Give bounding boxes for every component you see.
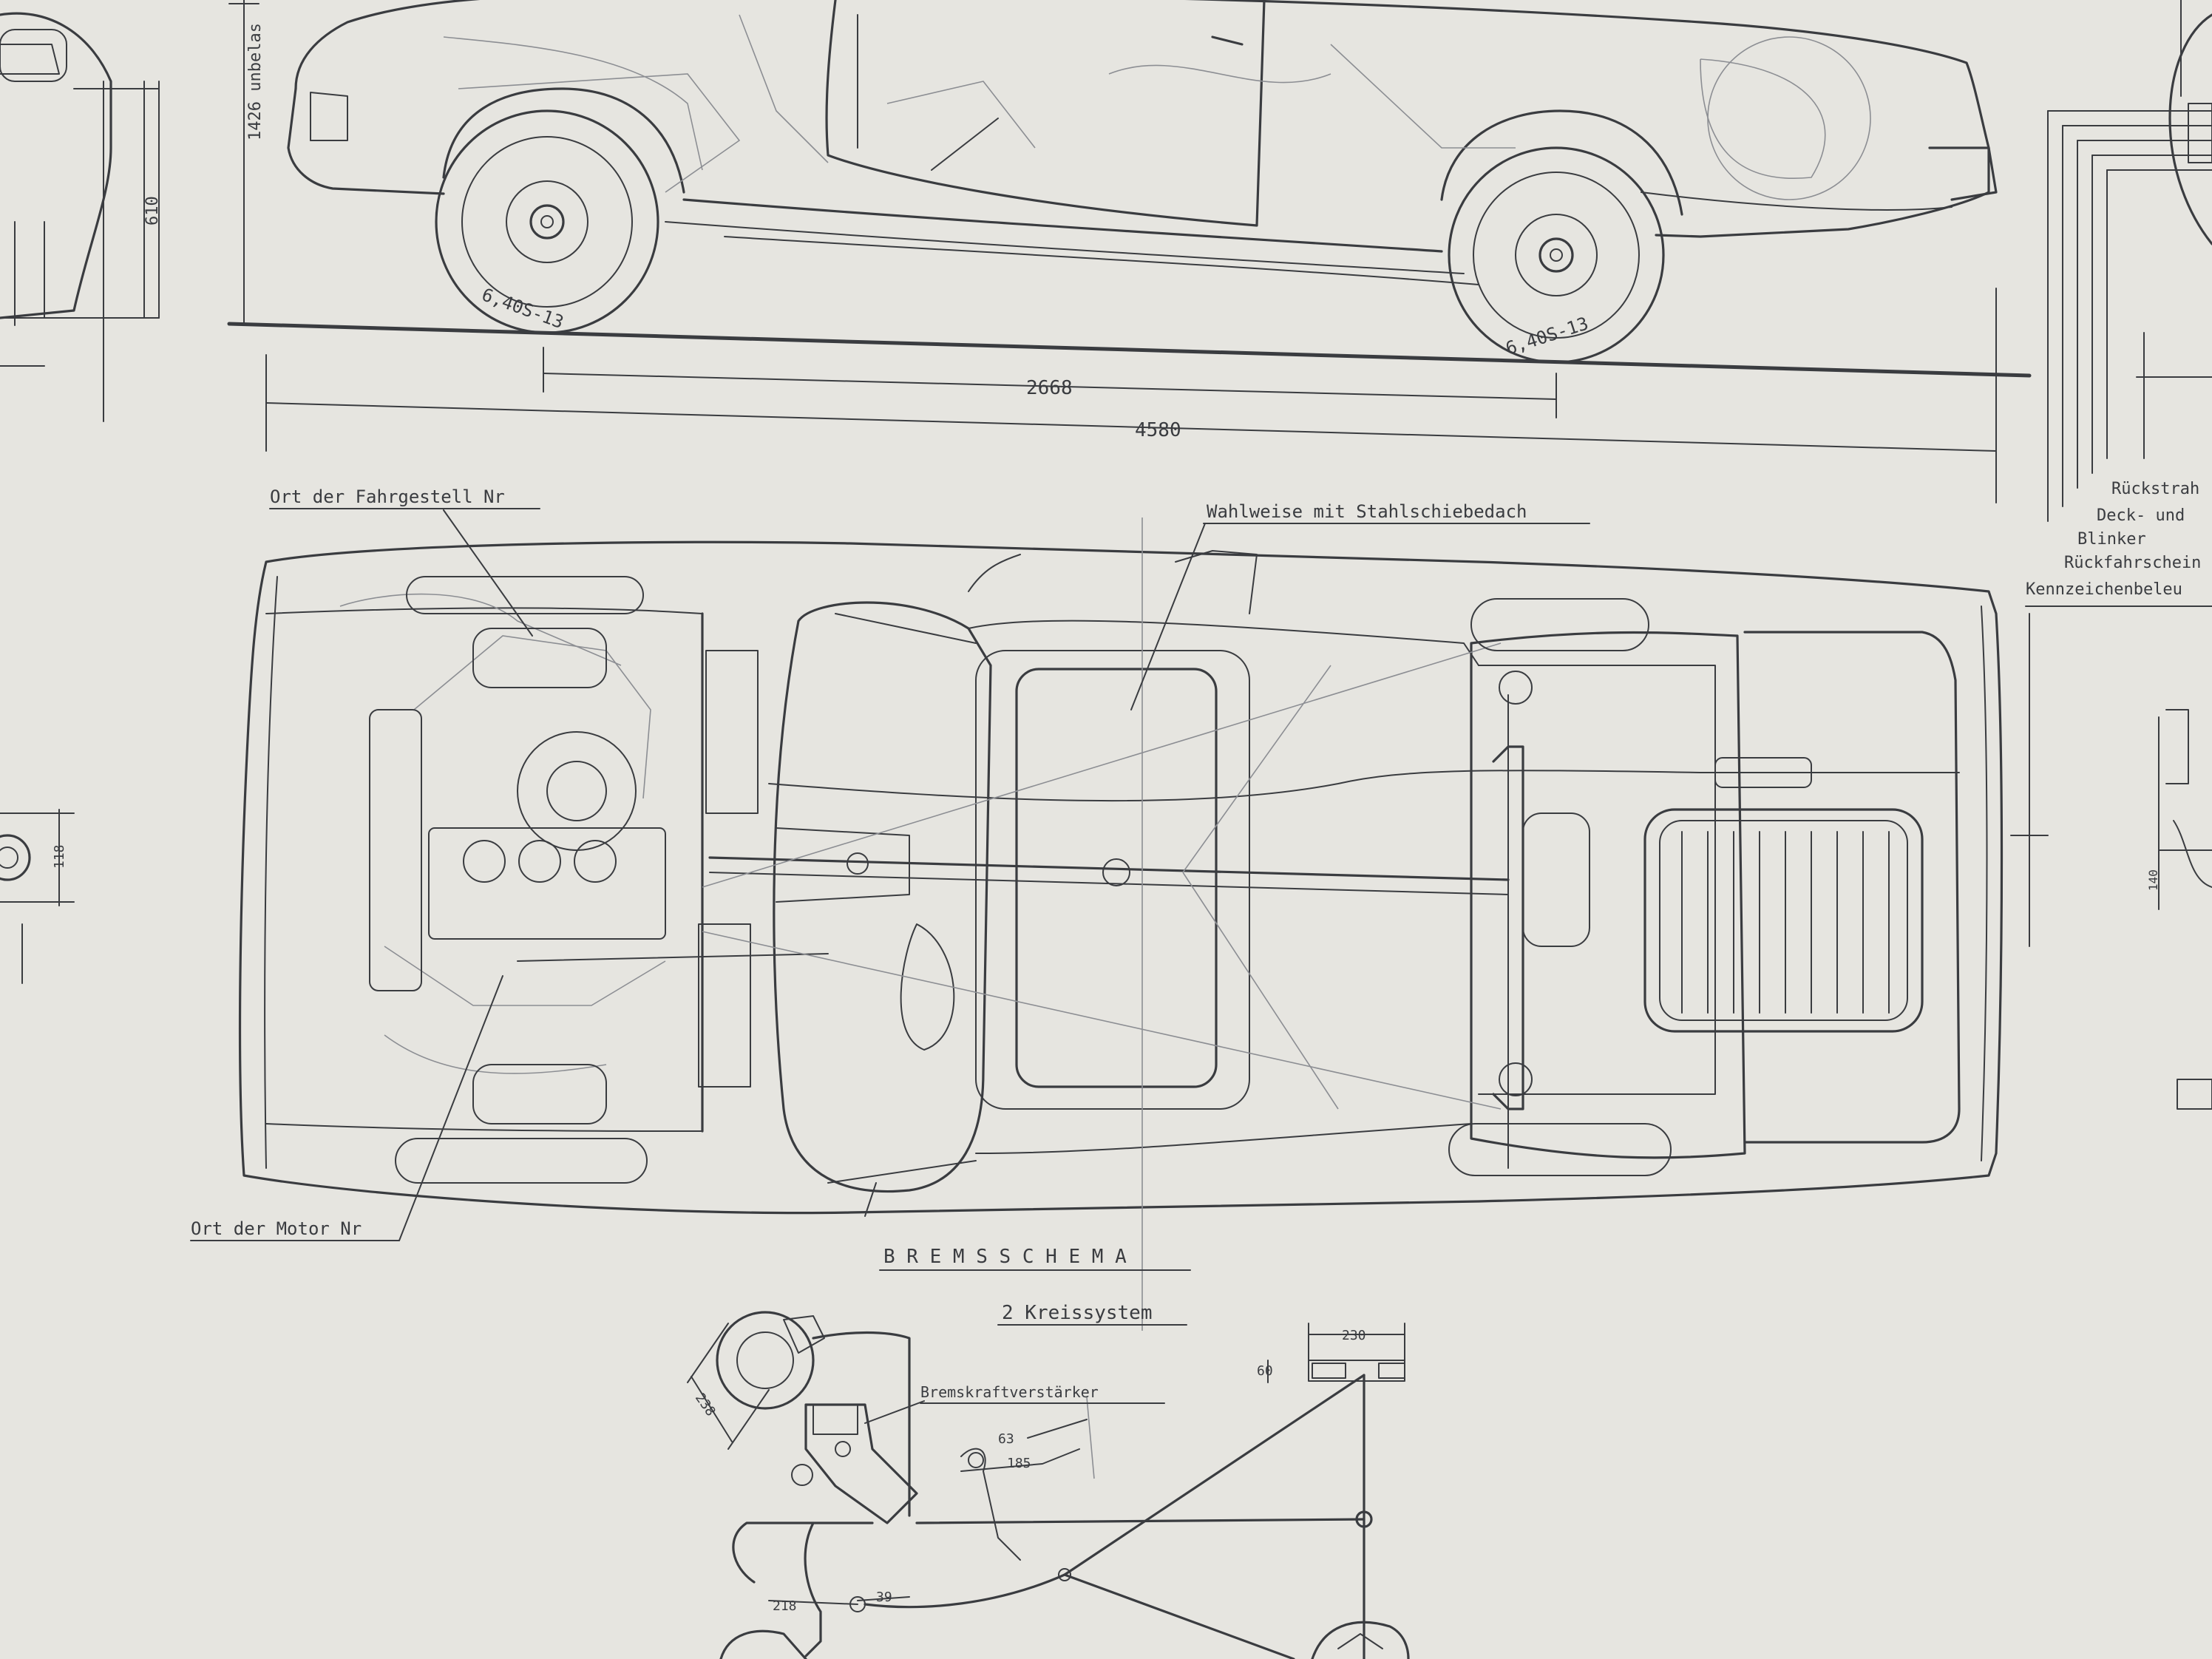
chassis-number-location-label: Ort der Fahrgestell Nr [270, 486, 505, 507]
front-view-fragment [0, 12, 160, 984]
side-view [158, 0, 2032, 503]
rear-small-dim-label: 140 [2146, 869, 2160, 891]
dim-4580-label: 4580 [1135, 419, 1181, 441]
marker-lamp-label: Deck- und [2097, 506, 2185, 525]
dim-2668-label: 2668 [1026, 377, 1073, 399]
sunroof-option-label: Wahlweise mit Stahlschiebedach [1207, 501, 1527, 522]
brake-circuit-subtitle: 2 Kreissystem [1002, 1302, 1153, 1324]
turn-signal-label: Blinker [2077, 530, 2146, 549]
dim-230-label: 230 [1342, 1328, 1366, 1343]
dim-1426-label: 1426 unbelas [246, 23, 265, 140]
rear-view-fragment [2025, 0, 2212, 1110]
dim-63-label: 63 [998, 1431, 1014, 1447]
brake-schema [687, 1311, 1410, 1659]
dim-39-label: 39 [876, 1590, 892, 1605]
dim-610-label: 610 [143, 196, 162, 225]
dim-218-label: 218 [773, 1598, 797, 1614]
dim-185-label: 185 [1007, 1456, 1031, 1471]
brake-booster-label: Bremskraftverstärker [920, 1383, 1099, 1401]
plan-view [190, 508, 2049, 1331]
dim-118-label: 118 [52, 844, 67, 869]
reflector-lamp-label: Rückstrah [2111, 480, 2199, 498]
dim-60-label: 60 [1257, 1363, 1273, 1379]
engine-number-location-label: Ort der Motor Nr [191, 1218, 362, 1239]
plate-lamp-label: Kennzeichenbeleu [2026, 580, 2182, 599]
reversing-lamp-label: Rückfahrschein [2064, 554, 2201, 572]
brake-schema-title: B R E M S S C H E M A [883, 1246, 1127, 1268]
